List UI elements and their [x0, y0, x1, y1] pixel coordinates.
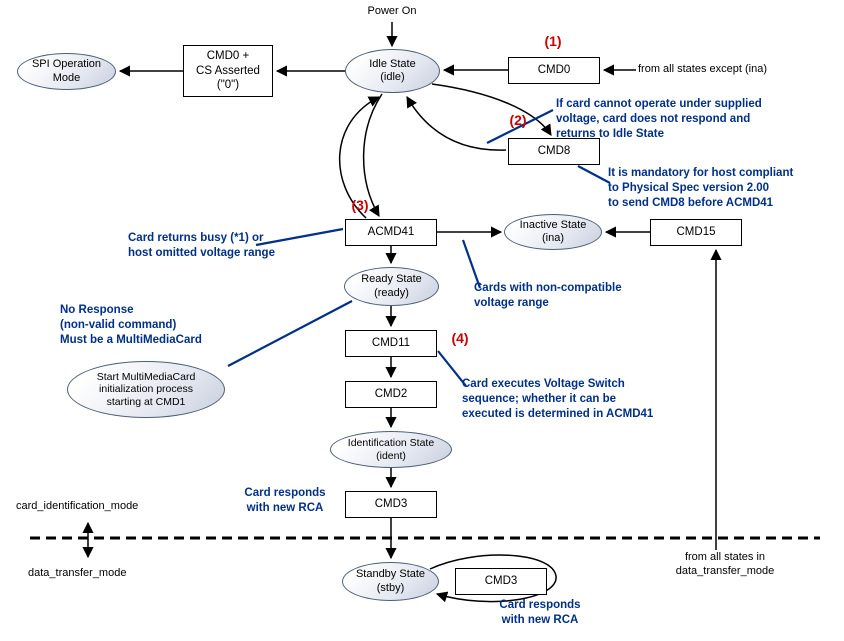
node-acmd41: ACMD41	[345, 219, 437, 246]
arrow-stby-cmd3-selfloop	[429, 554, 557, 603]
node-cmd8: CMD8	[508, 138, 600, 165]
annotation-non-compatible: Cards with non-compatible voltage range	[474, 282, 622, 309]
step-2-marker: (2)	[509, 112, 527, 128]
node-cmd11: CMD11	[345, 330, 437, 357]
step-4-marker: (4)	[451, 330, 469, 346]
node-cmd0-cs-asserted: CMD0 + CS Asserted ("0")	[183, 45, 273, 97]
arrow-cmd8-to-idle	[406, 96, 507, 151]
leader-non-compatible	[461, 239, 482, 289]
node-cmd15: CMD15	[650, 219, 742, 246]
arrow-idle-to-cmd8	[431, 83, 552, 136]
node-inactive-state: Inactive State (ina)	[504, 214, 602, 250]
node-mmc-init: Start MultiMediaCard initialization proc…	[67, 361, 225, 418]
step-1-marker: (1)	[544, 33, 562, 49]
arrow-acmd41-to-idle	[338, 96, 381, 219]
node-spi-operation-mode: SPI Operation Mode	[17, 53, 116, 90]
from-all-states-except-label: from all states except (ina)	[638, 63, 767, 75]
node-cmd0: CMD0	[508, 57, 600, 84]
annotation-mandatory-cmd8: It is mandatory for host compliant to Ph…	[608, 167, 794, 209]
annotation-cannot-operate: If card cannot operate under supplied vo…	[556, 98, 762, 140]
node-cmd3-identification: CMD3	[345, 491, 437, 518]
from-all-states-dt-label: from all states in data_transfer_mode	[675, 551, 775, 577]
annotation-card-busy: Card returns busy (*1) or host omitted v…	[128, 232, 275, 259]
data-transfer-mode-label: data_transfer_mode	[28, 567, 127, 579]
node-cmd2: CMD2	[345, 381, 437, 408]
annotation-new-rca-identification: Card responds with new RCA	[244, 487, 326, 514]
node-idle-state: Idle State (idle)	[345, 49, 440, 93]
node-ready-state: Ready State (ready)	[344, 267, 439, 306]
leader-mandatory-cmd8	[577, 165, 611, 184]
annotation-voltage-switch: Card executes Voltage Switch sequence; w…	[462, 378, 654, 420]
node-identification-state: Identification State (ident)	[330, 431, 452, 468]
annotation-new-rca-standby: Card responds with new RCA	[499, 599, 581, 626]
annotation-no-response: No Response (non-valid command) Must be …	[60, 304, 202, 346]
node-cmd3-data-transfer: CMD3	[455, 568, 547, 595]
leader-no-response	[227, 300, 353, 367]
leader-voltage-switch	[437, 350, 467, 387]
leader-card-busy	[255, 227, 344, 247]
power-on-label: Power On	[367, 5, 417, 17]
step-3-marker: (3)	[351, 197, 369, 213]
leader-cannot-operate	[486, 109, 554, 144]
card-identification-mode-label: card_identification_mode	[16, 500, 139, 512]
node-standby-state: Standby State (stby)	[342, 562, 439, 601]
